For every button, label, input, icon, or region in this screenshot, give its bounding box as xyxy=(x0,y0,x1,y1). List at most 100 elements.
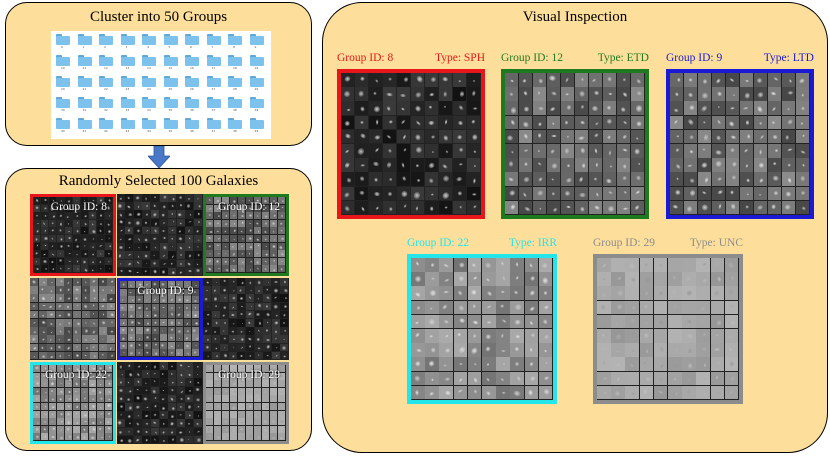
galaxy-thumbnail xyxy=(185,411,194,419)
galaxy-thumbnail xyxy=(754,186,768,201)
galaxy-thumbnail xyxy=(105,212,113,220)
galaxy-thumbnail xyxy=(142,411,151,419)
galaxy-thumbnail xyxy=(712,115,726,130)
galaxy-thumbnail xyxy=(228,327,237,335)
galaxy-thumbnail xyxy=(533,172,547,186)
galaxy-thumbnail xyxy=(81,380,89,388)
folder-number: 11 xyxy=(82,66,87,70)
galaxy-thumbnail xyxy=(712,200,726,215)
folder-icon xyxy=(77,34,92,45)
galaxy-thumbnail xyxy=(682,371,696,386)
galaxy-thumbnail xyxy=(510,272,524,286)
galaxy-thumbnail xyxy=(89,197,97,204)
galaxy-thumbnail xyxy=(710,371,725,386)
galaxy-thumbnail xyxy=(64,335,73,343)
galaxy-thumbnail xyxy=(64,319,73,327)
folder-icon xyxy=(56,97,70,108)
galaxy-thumbnail xyxy=(603,115,617,130)
galaxy-thumbnail xyxy=(142,419,151,427)
galaxy-thumbnail xyxy=(246,204,254,212)
galaxy-thumbnail xyxy=(631,73,645,87)
galaxy-thumbnail xyxy=(65,380,73,388)
galaxy-thumbnail xyxy=(698,144,712,158)
folder-icon xyxy=(120,55,135,66)
folder-icon xyxy=(99,76,113,87)
folder-number: 8 xyxy=(233,45,235,49)
galaxy-thumbnail xyxy=(211,294,220,302)
galaxy-thumbnail xyxy=(467,357,482,371)
galaxy-thumbnail xyxy=(159,288,167,296)
galaxy-thumbnail xyxy=(185,394,194,403)
folder-icon xyxy=(99,97,113,108)
galaxy-thumbnail xyxy=(97,410,105,418)
galaxy-thumbnail xyxy=(684,186,698,201)
galaxy-thumbnail xyxy=(33,372,41,380)
galaxy-thumbnail xyxy=(175,303,183,311)
galaxy-thumbnail xyxy=(183,311,191,319)
galaxy-thumbnail xyxy=(175,319,183,326)
galaxy-thumbnail xyxy=(142,427,151,436)
galaxy-thumbnail xyxy=(262,387,270,395)
galaxy-thumbnail xyxy=(597,286,611,300)
galaxy-thumbnail xyxy=(47,294,56,302)
galaxy-thumbnail xyxy=(262,235,270,242)
galaxy-thumbnail xyxy=(41,242,49,250)
galaxy-thumbnail xyxy=(561,186,575,201)
galaxy-thumbnail xyxy=(193,267,202,276)
galaxy-thumbnail xyxy=(230,433,238,441)
galaxy-thumbnail xyxy=(238,403,246,410)
galaxy-thumbnail xyxy=(206,380,214,388)
galaxy-thumbnail xyxy=(176,378,185,386)
galaxy-thumbnail xyxy=(625,272,639,286)
galaxy-thumbnail xyxy=(49,395,57,403)
galaxy-thumbnail xyxy=(280,278,289,286)
galaxy-thumbnail xyxy=(341,172,355,186)
galaxy-thumbnail xyxy=(425,314,439,329)
galaxy-thumbnail xyxy=(668,385,682,400)
galaxy-thumbnail xyxy=(41,212,49,220)
galaxy-thumbnail xyxy=(278,235,286,242)
galaxy-thumbnail xyxy=(57,250,65,258)
galaxy-thumbnail xyxy=(262,410,270,418)
galaxy-thumbnail xyxy=(740,144,754,158)
galaxy-thumbnail xyxy=(185,403,194,411)
galaxy-thumbnail xyxy=(278,250,286,258)
galaxy-thumbnail xyxy=(107,278,116,286)
galaxy-thumbnail xyxy=(89,212,97,220)
galaxy-thumbnail xyxy=(425,272,439,286)
galaxy-thumbnail xyxy=(230,227,238,235)
galaxy-thumbnail xyxy=(439,286,453,300)
galaxy-thumbnail xyxy=(135,288,143,296)
galaxy-thumbnail xyxy=(611,258,625,272)
galaxy-thumbnail xyxy=(254,433,262,441)
galaxy-thumbnail xyxy=(383,158,397,172)
galaxy-thumbnail xyxy=(254,310,263,319)
galaxy-thumbnail xyxy=(151,319,159,326)
galaxy-thumbnail xyxy=(73,204,81,212)
folder-icon xyxy=(185,34,199,45)
galaxy-thumbnail xyxy=(65,219,73,227)
galaxy-thumbnail xyxy=(453,357,468,371)
folder-icon xyxy=(228,97,242,108)
galaxy-thumbnail xyxy=(271,310,280,319)
galaxy-thumbnail xyxy=(467,371,482,386)
galaxy-thumbnail xyxy=(133,243,142,251)
folder-icon xyxy=(249,97,264,108)
galaxy-thumbnail xyxy=(262,380,270,388)
galaxy-mosaic-tile: Group ID: 22 xyxy=(30,362,116,444)
galaxy-thumbnail xyxy=(519,172,533,186)
galaxy-thumbnail xyxy=(33,235,41,242)
galaxy-thumbnail xyxy=(425,343,439,357)
galaxy-thumbnail xyxy=(254,395,262,403)
galaxy-thumbnail xyxy=(262,418,270,426)
galaxy-thumbnail xyxy=(533,200,547,215)
galaxy-thumbnail xyxy=(220,286,229,294)
galaxy-thumbnail xyxy=(211,351,220,360)
galaxy-thumbnail xyxy=(533,129,547,144)
galaxy-thumbnail xyxy=(228,335,237,343)
galaxy-thumbnail xyxy=(453,73,467,87)
galaxy-thumbnail xyxy=(167,326,175,334)
galaxy-thumbnail xyxy=(682,286,696,300)
galaxy-thumbnail xyxy=(510,371,524,386)
galaxy-thumbnail xyxy=(726,144,740,158)
